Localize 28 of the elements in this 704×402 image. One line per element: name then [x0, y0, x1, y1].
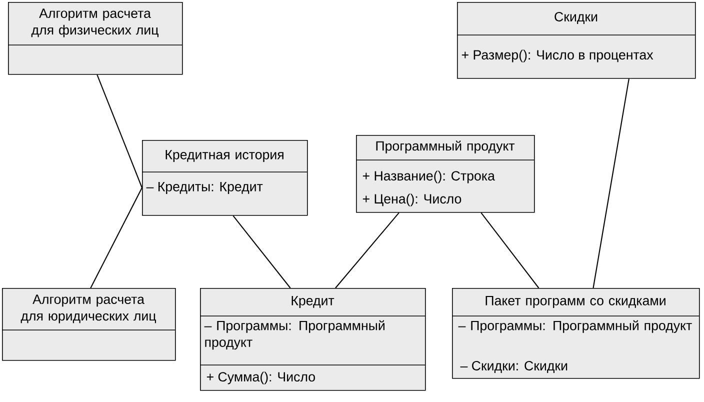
class-box: [2, 288, 176, 361]
class-name: Программный продукт: [376, 140, 515, 154]
class-box: [456, 2, 696, 79]
association-line: [592, 78, 630, 288]
class-name: Пакет программ со скидками: [486, 296, 666, 308]
member-text: – Кредиты: Кредит: [146, 182, 263, 194]
class-name: Скидки: [554, 12, 598, 24]
class-box: [452, 288, 700, 379]
member-text: – Программы: Программный продукт: [458, 320, 692, 333]
class-box: [200, 288, 426, 391]
association-line: [480, 212, 540, 288]
association-line: [90, 188, 142, 288]
member-text: – Программы: Программный продукт: [204, 320, 384, 350]
member-text: + Цена(): Число: [362, 194, 462, 206]
class-box: [8, 2, 183, 75]
class-name: Алгоритм расчета для физических лиц: [31, 8, 158, 38]
member-text: + Сумма(): Число: [206, 372, 315, 384]
association-line: [232, 215, 291, 288]
class-name: Кредит: [292, 296, 334, 308]
member-text: + Название(): Строка: [362, 170, 495, 184]
member-text: – Скидки: Скидки: [460, 361, 568, 373]
association-line: [335, 212, 400, 288]
class-name: Алгоритм расчета для юридических лиц: [20, 294, 156, 324]
member-text: + Размер(): Число в процентах: [462, 50, 654, 62]
association-line: [96, 74, 142, 188]
class-box: [142, 140, 308, 216]
class-name: Кредитная история: [166, 150, 284, 162]
class-box: [356, 135, 535, 213]
